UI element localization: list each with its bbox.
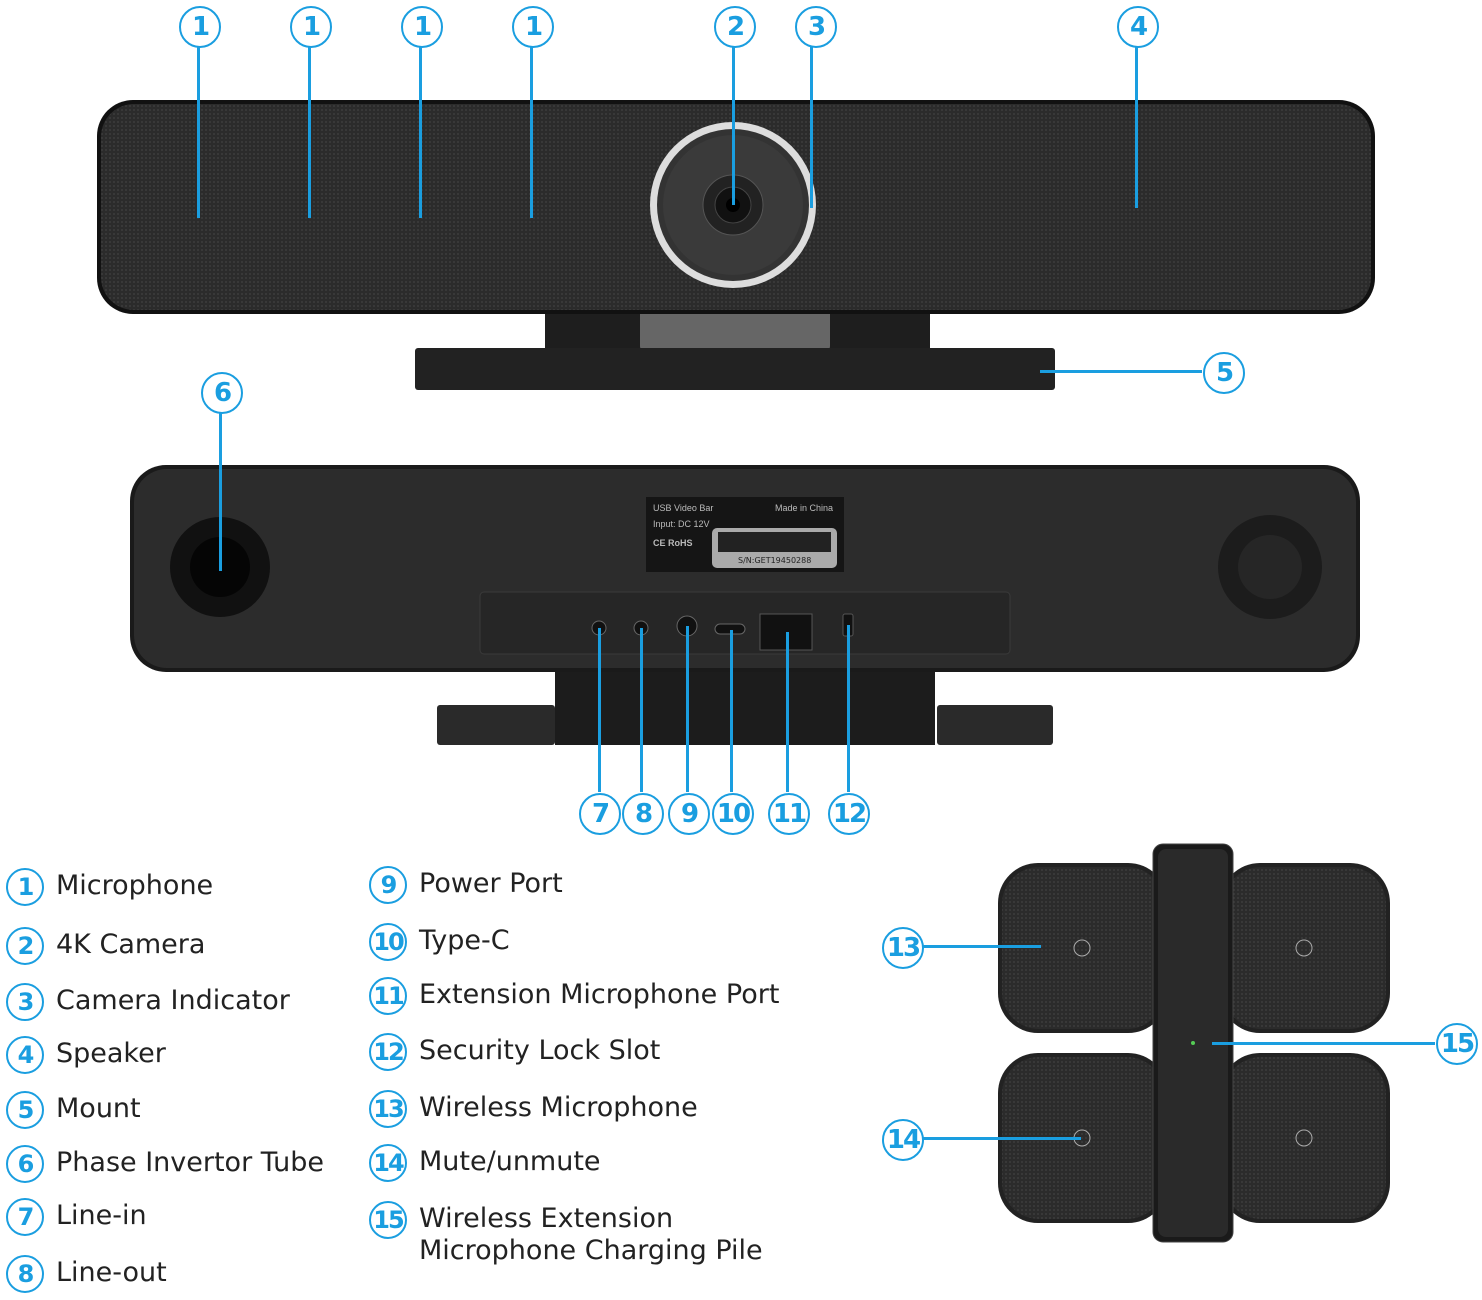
legend-label: Camera Indicator	[56, 985, 290, 1016]
legend-item: 13 Wireless Microphone	[369, 1090, 698, 1128]
legend-item: 7 Line-in	[6, 1198, 147, 1236]
legend-item: 3 Camera Indicator	[6, 983, 290, 1021]
legend-number: 4	[6, 1036, 44, 1074]
legend-item: 2 4K Camera	[6, 927, 205, 965]
leader-line	[921, 945, 1041, 948]
legend-item: 12 Security Lock Slot	[369, 1033, 660, 1071]
callout-wireless-mic: 13	[882, 927, 924, 969]
leader-line	[730, 630, 733, 792]
leader-line	[786, 632, 789, 792]
leader-line	[1040, 370, 1202, 373]
legend-label: Wireless Extension Microphone Charging P…	[419, 1203, 763, 1266]
legend-number: 13	[369, 1090, 407, 1128]
legend-label: Wireless Microphone	[419, 1092, 698, 1123]
callout-line-out: 8	[622, 793, 664, 835]
callout-microphone: 1	[179, 6, 221, 48]
callout-speaker: 4	[1117, 6, 1159, 48]
label-serial: S/N:GET19450288	[738, 556, 811, 565]
leader-line	[419, 45, 422, 218]
legend-label: Power Port	[419, 868, 563, 899]
label-cert: CE RoHS	[653, 538, 693, 548]
legend-label: 4K Camera	[56, 929, 206, 960]
legend-item: 15 Wireless Extension Microphone Charging…	[369, 1201, 763, 1267]
legend-item: 9 Power Port	[369, 866, 563, 904]
callout-mount: 5	[1203, 352, 1245, 394]
legend-item: 10 Type-C	[369, 923, 510, 961]
leader-line	[197, 45, 200, 218]
legend-label: Mute/unmute	[419, 1146, 601, 1177]
callout-power-port: 9	[668, 793, 710, 835]
callout-camera-indicator: 3	[795, 6, 837, 48]
legend-number: 12	[369, 1033, 407, 1071]
callout-microphone: 1	[290, 6, 332, 48]
callout-extension-port: 11	[768, 793, 810, 835]
leader-line	[530, 45, 533, 218]
legend-item: 4 Speaker	[6, 1036, 166, 1074]
legend-number: 5	[6, 1091, 44, 1129]
legend-label: Line-out	[56, 1257, 167, 1288]
legend-label: Phase Invertor Tube	[56, 1147, 325, 1178]
video-bar-rear: USB Video Bar Made in China Input: DC 12…	[130, 465, 1360, 745]
legend-number: 10	[369, 923, 407, 961]
label-input: Input: DC 12V	[653, 519, 710, 529]
legend-number: 9	[369, 866, 407, 904]
legend-label: Line-in	[56, 1200, 147, 1231]
leader-line	[1135, 45, 1138, 208]
leader-line	[847, 625, 850, 792]
callout-microphone: 1	[512, 6, 554, 48]
legend-item: 5 Mount	[6, 1091, 141, 1129]
callout-lock-slot: 12	[828, 793, 870, 835]
callout-phase-tube: 6	[201, 372, 243, 414]
leader-line	[598, 628, 601, 792]
legend-label: Mount	[56, 1093, 141, 1124]
legend-label: Type-C	[419, 925, 510, 956]
legend-number: 6	[6, 1145, 44, 1183]
legend-number: 7	[6, 1198, 44, 1236]
leader-line	[219, 411, 222, 571]
legend-label: Speaker	[56, 1038, 166, 1069]
video-bar-front	[97, 100, 1375, 390]
legend-item: 8 Line-out	[6, 1255, 167, 1293]
legend-number: 8	[6, 1255, 44, 1293]
legend-item: 11 Extension Microphone Port	[369, 977, 779, 1015]
legend-item: 6 Phase Invertor Tube	[6, 1145, 324, 1183]
callout-microphone: 1	[401, 6, 443, 48]
legend-number: 11	[369, 977, 407, 1015]
legend-number: 14	[369, 1144, 407, 1182]
leader-line	[640, 628, 643, 792]
callout-charging-pile: 15	[1436, 1023, 1478, 1065]
leader-line	[686, 626, 689, 792]
legend-label: Microphone	[56, 870, 214, 901]
leader-line	[921, 1137, 1081, 1140]
callout-line-in: 7	[579, 793, 621, 835]
leader-line	[308, 45, 311, 218]
legend-item: 1 Microphone	[6, 868, 213, 906]
callout-type-c: 10	[712, 793, 754, 835]
legend-label: Extension Microphone Port	[419, 979, 780, 1010]
legend-number: 2	[6, 927, 44, 965]
legend-number: 15	[369, 1201, 407, 1239]
leader-line	[732, 45, 735, 205]
wireless-mics	[998, 843, 1390, 1243]
legend-number: 1	[6, 868, 44, 906]
callout-camera: 2	[714, 6, 756, 48]
label-origin: Made in China	[775, 503, 833, 513]
label-product: USB Video Bar	[653, 503, 713, 513]
legend-item: 14 Mute/unmute	[369, 1144, 601, 1182]
callout-mute: 14	[882, 1119, 924, 1161]
leader-line	[1212, 1042, 1435, 1045]
legend-number: 3	[6, 983, 44, 1021]
legend-label: Security Lock Slot	[419, 1035, 661, 1066]
leader-line	[810, 45, 813, 208]
